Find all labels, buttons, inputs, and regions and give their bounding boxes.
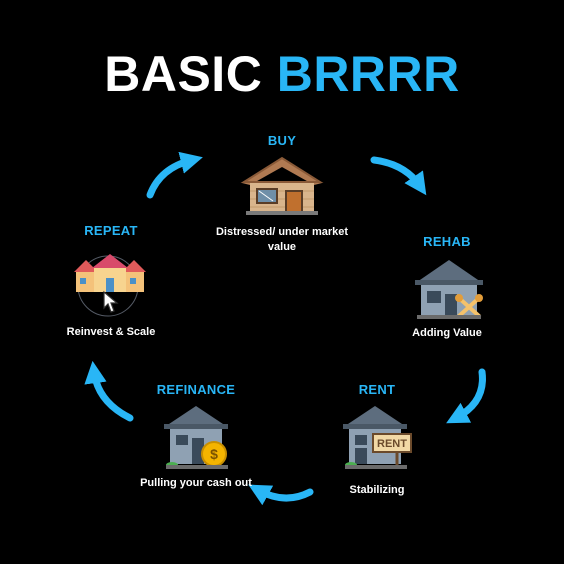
step-refinance-label: REFINANCE [156,382,236,397]
svg-text:$: $ [210,446,218,462]
arrow-rehab-to-rent [446,368,486,424]
step-repeat-label: REPEAT [84,223,138,238]
step-buy-label: BUY [267,133,297,148]
step-buy-caption: Distressed/ under market value [215,226,349,253]
step-repeat-caption: Reinvest & Scale [66,326,156,338]
arrow-repeat-to-buy [146,151,203,199]
step-rehab-label: REHAB [423,234,471,249]
title-basic: BASIC [104,46,263,102]
page-title: BASIC BRRRR [0,44,564,104]
arrow-rent-to-refinance [248,484,314,506]
step-rehab-caption: Adding Value [412,327,482,339]
step-rent-label: RENT [358,382,396,397]
arrow-buy-to-rehab [370,156,427,196]
house-rent-sign-icon: RENT [343,406,412,469]
house-dollar-icon: $ [164,406,228,469]
title-brrrr: BRRRR [276,46,460,102]
damaged-house-icon [240,156,324,215]
rent-sign-text: RENT [377,438,407,450]
arrow-refinance-to-repeat [84,360,134,422]
step-rent-caption: Stabilizing [349,484,405,496]
houses-click-icon [74,254,146,317]
step-refinance-caption: Pulling your cash out [140,477,252,489]
house-tools-icon [415,260,483,319]
